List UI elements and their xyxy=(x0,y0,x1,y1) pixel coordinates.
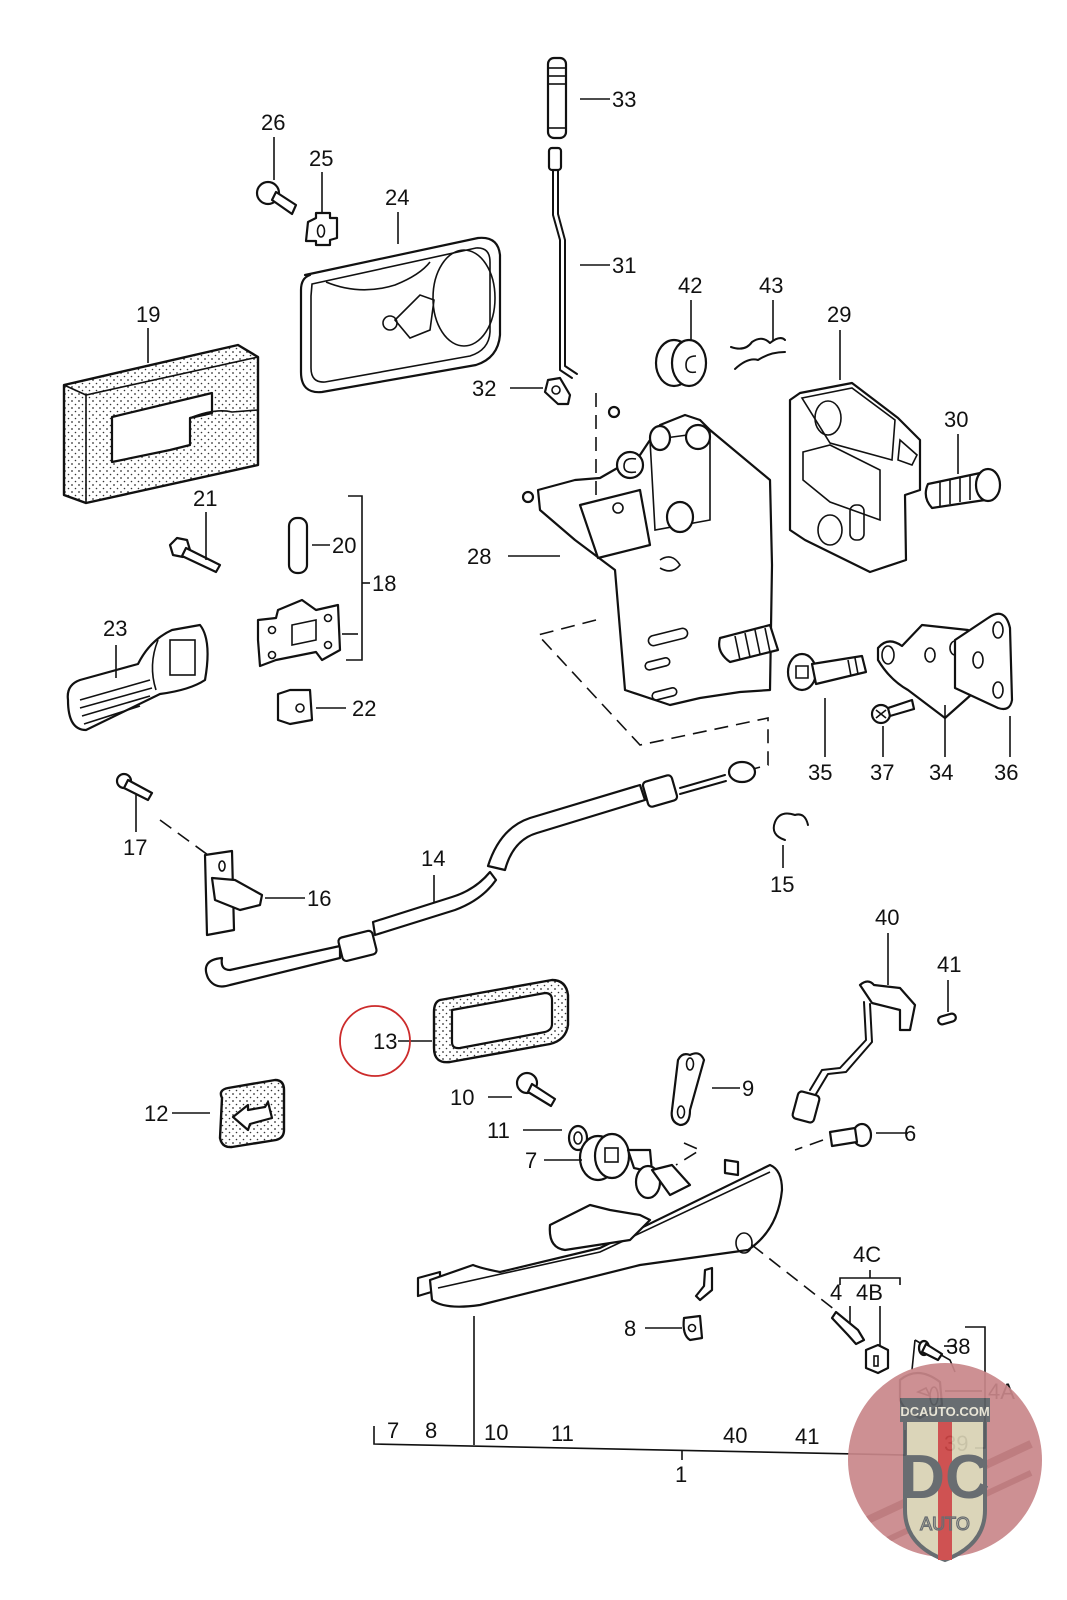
part-21-bolt[interactable] xyxy=(168,536,222,574)
callout-21: 21 xyxy=(193,486,217,511)
part-33-stud[interactable] xyxy=(546,56,568,140)
part-43-spring[interactable] xyxy=(730,337,786,370)
part-13-handle-gasket[interactable] xyxy=(432,978,570,1064)
callout-30: 30 xyxy=(944,407,968,432)
callout-7: 7 xyxy=(525,1148,537,1173)
callout-8: 8 xyxy=(624,1316,636,1341)
callout-20: 20 xyxy=(332,533,356,558)
part-41-pin[interactable] xyxy=(937,1012,957,1026)
callout-23: 23 xyxy=(103,616,127,641)
part-20-pin[interactable] xyxy=(287,516,309,575)
part-18-hinge-bracket[interactable] xyxy=(256,598,342,668)
part-12-cover[interactable] xyxy=(218,1078,286,1149)
callout-29: 29 xyxy=(827,302,851,327)
callout-40: 40 xyxy=(875,905,899,930)
callout-9: 9 xyxy=(742,1076,754,1101)
callout-34: 34 xyxy=(929,760,953,785)
part-30-screw[interactable] xyxy=(924,467,1002,510)
part-32-clip[interactable] xyxy=(543,376,572,406)
callout-32: 32 xyxy=(472,376,496,401)
assembly-1-item-41: 41 xyxy=(795,1424,819,1449)
part-35-bolt[interactable] xyxy=(786,652,868,692)
callout-24: 24 xyxy=(385,185,409,210)
callout-4C: 4C xyxy=(853,1242,881,1267)
assembly-1-item-11: 11 xyxy=(551,1421,574,1446)
watermark-site: DCAUTO.COM xyxy=(900,1404,989,1419)
part-25-clip[interactable] xyxy=(304,211,339,247)
callout-25: 25 xyxy=(309,146,333,171)
part-16-cable-guide[interactable] xyxy=(203,849,264,937)
callout-10: 10 xyxy=(450,1085,474,1110)
part-38-screw[interactable] xyxy=(917,1339,944,1362)
part-42-bushing[interactable] xyxy=(654,338,708,388)
part-26-screw[interactable] xyxy=(255,180,298,216)
assembly-1-item-40: 40 xyxy=(723,1423,747,1448)
part-1-outer-door-handle[interactable] xyxy=(416,1158,784,1308)
callout-4B: 4B xyxy=(856,1280,883,1305)
part-15-e-clip[interactable] xyxy=(772,812,809,841)
callout-41: 41 xyxy=(937,952,961,977)
part-24-inner-handle-bezel[interactable] xyxy=(299,236,502,394)
callout-43: 43 xyxy=(759,273,783,298)
part-4B-key-head[interactable] xyxy=(864,1343,890,1375)
part-36-reinforcement-plate[interactable] xyxy=(953,612,1014,711)
part-23-inner-release-lever[interactable] xyxy=(66,623,209,732)
part-14-release-cable[interactable] xyxy=(204,760,757,988)
callout-31: 31 xyxy=(612,253,636,278)
assembly-1-item-7: 7 xyxy=(387,1418,399,1443)
callout-17: 17 xyxy=(123,835,147,860)
part-6-screw[interactable] xyxy=(828,1122,873,1148)
part-9-lever[interactable] xyxy=(670,1052,706,1127)
callout-42: 42 xyxy=(678,273,702,298)
callout-12: 12 xyxy=(144,1101,168,1126)
callout-16: 16 xyxy=(307,886,331,911)
part-8-clip[interactable] xyxy=(682,1314,704,1342)
callout-6: 6 xyxy=(904,1121,916,1146)
assembly-1-item-10: 10 xyxy=(484,1420,508,1445)
callout-36: 36 xyxy=(994,760,1018,785)
callout-19: 19 xyxy=(136,302,160,327)
assembly-1-item-8: 8 xyxy=(425,1418,437,1443)
watermark-word: AUTO xyxy=(920,1514,970,1534)
callout-13: 13 xyxy=(373,1029,397,1054)
part-10-screw[interactable] xyxy=(515,1071,557,1108)
callout-18: 18 xyxy=(372,571,396,596)
callout-35: 35 xyxy=(808,760,832,785)
highlight-circle xyxy=(339,1005,411,1077)
part-22-nut[interactable] xyxy=(276,688,314,726)
part-11-lock-washer[interactable] xyxy=(567,1124,589,1152)
callout-38: 38 xyxy=(946,1334,970,1359)
callout-33: 33 xyxy=(612,87,636,112)
dcauto-watermark: DCAUTO.COM DC AUTO xyxy=(848,1363,1042,1563)
callout-14: 14 xyxy=(421,846,445,871)
part-37-screw[interactable] xyxy=(870,698,916,725)
part-17-screw[interactable] xyxy=(115,772,154,802)
callout-26: 26 xyxy=(261,110,285,135)
callout-11: 11 xyxy=(487,1118,510,1143)
part-19-foam-insulator[interactable] xyxy=(62,343,260,505)
part-31-rod[interactable] xyxy=(547,146,578,379)
callout-1: 1 xyxy=(675,1462,687,1487)
part-4-key[interactable] xyxy=(830,1310,866,1346)
callout-22: 22 xyxy=(352,696,376,721)
callout-28: 28 xyxy=(467,544,491,569)
watermark-letters: DC xyxy=(900,1443,990,1512)
callout-4: 4 xyxy=(830,1280,842,1305)
part-29-lock-mechanism[interactable] xyxy=(788,381,922,574)
callout-37: 37 xyxy=(870,760,894,785)
callout-15: 15 xyxy=(770,872,794,897)
part-40-lock-rod[interactable] xyxy=(791,980,917,1124)
